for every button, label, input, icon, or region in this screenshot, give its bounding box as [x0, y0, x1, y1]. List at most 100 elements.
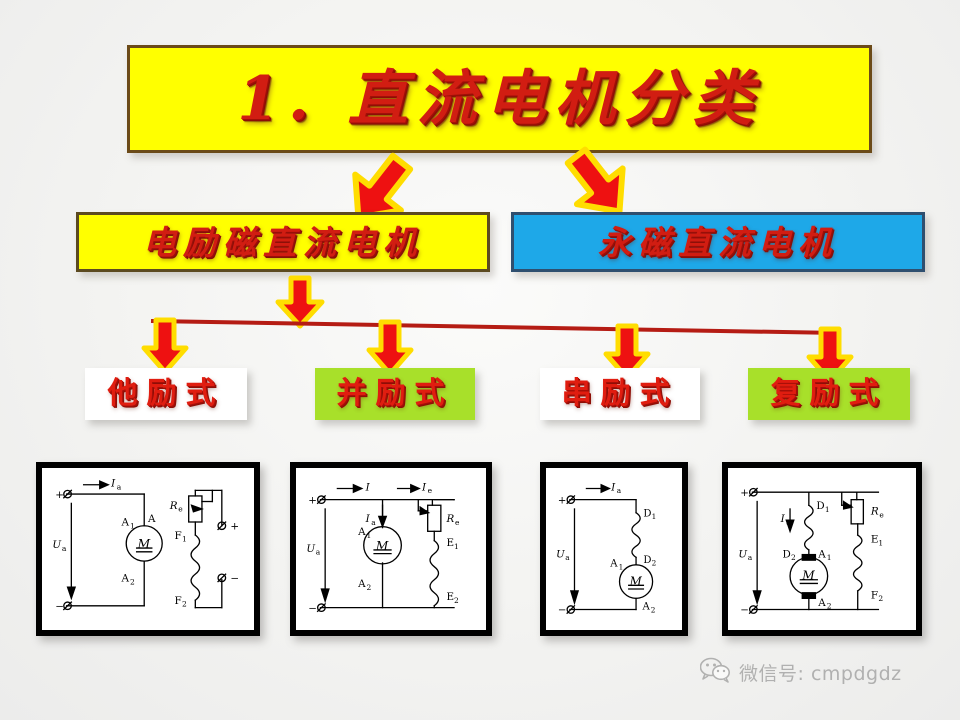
svg-text:+: + — [558, 495, 566, 506]
svg-text:2: 2 — [652, 559, 657, 568]
svg-text:2: 2 — [878, 594, 883, 603]
svg-text:−: − — [740, 604, 749, 616]
svg-text:1: 1 — [825, 505, 830, 514]
svg-text:U: U — [306, 543, 315, 555]
svg-text:e: e — [455, 518, 460, 527]
svg-text:2: 2 — [827, 602, 832, 611]
svg-text:E: E — [871, 534, 879, 546]
svg-text:−: − — [55, 601, 64, 613]
svg-text:e: e — [428, 486, 433, 495]
level3-label-compound: 复励式 — [770, 376, 888, 411]
svg-text:+: + — [230, 521, 239, 533]
svg-text:D: D — [643, 555, 651, 566]
title-box: 1. 直流电机分类 — [127, 45, 872, 153]
svg-text:M: M — [801, 569, 815, 583]
level3-box-shunt[interactable]: 并励式 — [315, 368, 475, 420]
svg-text:1: 1 — [652, 512, 657, 521]
svg-text:2: 2 — [454, 596, 459, 605]
svg-text:F: F — [175, 595, 182, 607]
svg-text:U: U — [556, 549, 565, 560]
circuit-diagram-shunt: + − I I e U a I a A 1 A 2 M R e E 1 E 2 — [290, 462, 492, 636]
svg-text:a: a — [62, 544, 67, 553]
svg-text:1: 1 — [130, 522, 135, 531]
arrow-bus-to-separately-excited — [140, 317, 190, 375]
svg-text:+: + — [308, 494, 317, 506]
arrow-title-to-permanent-magnet — [548, 146, 640, 224]
connector-bus-line — [150, 312, 840, 340]
svg-text:1: 1 — [878, 538, 883, 547]
svg-text:D: D — [783, 548, 791, 560]
svg-text:A: A — [357, 578, 366, 590]
svg-text:1: 1 — [367, 531, 372, 540]
svg-text:I: I — [421, 481, 427, 493]
svg-text:D: D — [643, 508, 651, 519]
svg-text:I: I — [365, 481, 371, 493]
svg-text:a: a — [617, 486, 622, 495]
svg-text:D: D — [816, 500, 824, 512]
watermark-text: 微信号: cmpdgdz — [739, 662, 902, 685]
svg-text:A: A — [817, 597, 826, 609]
svg-text:A: A — [609, 559, 618, 570]
svg-text:+: + — [740, 487, 749, 499]
wechat-icon — [699, 657, 730, 687]
svg-text:a: a — [316, 548, 321, 557]
level3-box-series[interactable]: 串励式 — [540, 368, 700, 420]
level3-label-series: 串励式 — [561, 376, 679, 411]
svg-text:M: M — [629, 574, 643, 588]
svg-text:−: − — [558, 605, 566, 616]
svg-text:a: a — [748, 553, 753, 562]
level2-box-electric-excited[interactable]: 电励磁直流电机 — [76, 212, 490, 272]
arrow-electric-excited-to-bus — [272, 275, 328, 329]
circuit-diagram-series: + − I a U a D 1 D 2 A 1 A 2 M — [540, 462, 688, 636]
svg-text:2: 2 — [367, 583, 372, 592]
svg-text:I: I — [110, 478, 116, 490]
svg-text:R: R — [870, 506, 879, 518]
svg-text:R: R — [445, 513, 454, 525]
svg-text:I: I — [780, 513, 786, 525]
svg-text:a: a — [371, 518, 376, 527]
svg-text:+: + — [55, 489, 64, 501]
svg-text:2: 2 — [651, 605, 656, 614]
svg-text:A: A — [641, 601, 650, 612]
svg-text:A: A — [147, 513, 156, 525]
svg-text:e: e — [879, 510, 884, 519]
svg-text:e: e — [178, 505, 183, 514]
level3-box-separately-excited[interactable]: 他励式 — [85, 368, 247, 420]
svg-text:U: U — [738, 548, 747, 560]
level2-label-permanent-magnet: 永磁直流电机 — [598, 222, 838, 262]
watermark: 微信号: cmpdgdz — [699, 657, 902, 687]
svg-text:M: M — [137, 537, 151, 551]
circuit-diagram-separately-excited: + − I a U a A A 1 A 2 M R e F 1 F 2 + − — [36, 462, 260, 636]
svg-text:a: a — [786, 518, 791, 527]
level2-box-permanent-magnet[interactable]: 永磁直流电机 — [511, 212, 925, 272]
svg-text:A: A — [817, 548, 826, 560]
svg-text:1: 1 — [454, 542, 459, 551]
arrow-bus-to-series — [602, 323, 652, 381]
svg-text:R: R — [169, 500, 178, 512]
level3-box-compound[interactable]: 复励式 — [748, 368, 910, 420]
svg-text:M: M — [375, 539, 389, 553]
level3-label-shunt: 并励式 — [336, 376, 454, 411]
svg-text:2: 2 — [791, 553, 796, 562]
page-title: 1. 直流电机分类 — [237, 64, 762, 134]
svg-text:a: a — [117, 482, 122, 491]
svg-text:I: I — [610, 482, 616, 493]
svg-text:a: a — [565, 553, 570, 562]
svg-text:1: 1 — [182, 535, 187, 544]
svg-text:2: 2 — [182, 600, 187, 609]
svg-text:2: 2 — [130, 577, 135, 586]
svg-text:A: A — [357, 526, 366, 538]
svg-text:A: A — [120, 573, 129, 585]
svg-text:E: E — [446, 537, 454, 549]
level2-label-electric-excited: 电励磁直流电机 — [143, 222, 423, 262]
svg-text:1: 1 — [619, 562, 624, 571]
svg-text:F: F — [175, 530, 182, 542]
level3-label-separately-excited: 他励式 — [107, 376, 225, 411]
svg-text:I: I — [365, 513, 371, 525]
svg-text:A: A — [120, 517, 129, 529]
svg-text:U: U — [52, 539, 61, 551]
svg-text:F: F — [871, 589, 878, 601]
circuit-diagram-compound: + − U a D 1 I a D 2 A 1 A 2 M R e E 1 F — [722, 462, 922, 636]
svg-text:−: − — [308, 602, 317, 614]
